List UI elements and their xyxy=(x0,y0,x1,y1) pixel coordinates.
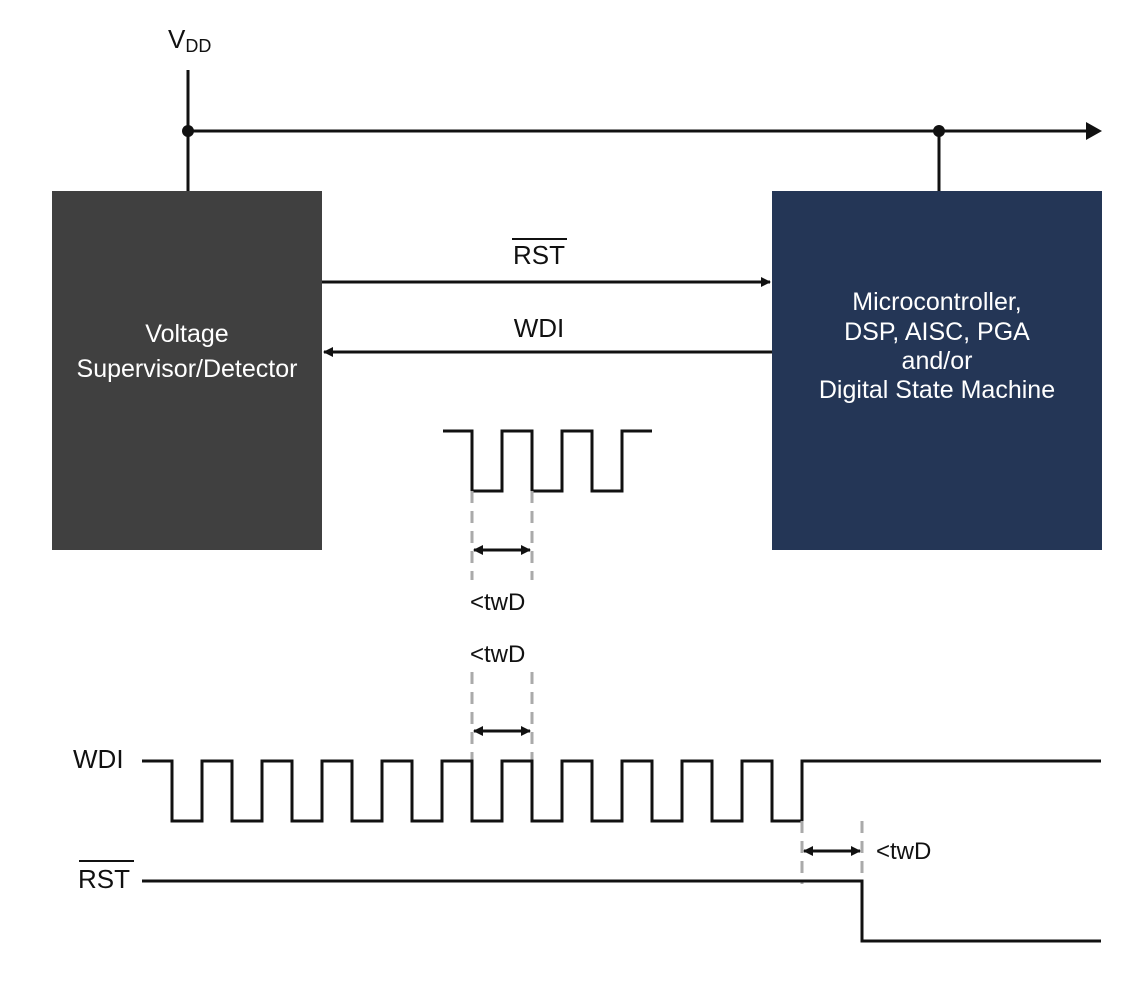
controller-label-line4: Digital State Machine xyxy=(819,376,1055,404)
middle-twd-prefix: < xyxy=(470,641,484,668)
rst-signal-label: RST xyxy=(513,240,565,270)
supervisor-label-line2: Supervisor/Detector xyxy=(77,355,298,383)
middle-twd-label: <twD xyxy=(470,641,525,668)
reset-twd-text: twD xyxy=(890,838,931,865)
controller-label-line1: Microcontroller, xyxy=(852,288,1022,316)
controller-label-line2: DSP, AISC, PGA xyxy=(844,318,1030,346)
vdd-label-main: V xyxy=(168,24,186,54)
upper-twd-label: <twD xyxy=(470,589,525,616)
controller-block xyxy=(772,191,1102,550)
wdi-signal-label: WDI xyxy=(514,313,565,343)
vdd-label-subscript: DD xyxy=(185,36,211,56)
wdi-mini-pulse-train xyxy=(443,429,652,493)
vdd-rail xyxy=(186,70,1088,191)
vdd-rail-arrowhead xyxy=(1086,122,1102,140)
upper-twd-prefix: < xyxy=(470,589,484,616)
reset-twd-prefix: < xyxy=(876,838,890,865)
vdd-junction-dot-right xyxy=(933,125,945,137)
rst-timing-label: RST xyxy=(78,864,130,894)
supervisor-block xyxy=(52,191,322,550)
vdd-label: VDD xyxy=(168,24,211,56)
reset-twd-label: <twD xyxy=(876,838,931,865)
rst-timing-waveform xyxy=(142,879,1101,943)
controller-label-line3: and/or xyxy=(902,347,973,375)
vdd-junction-dot-left xyxy=(182,125,194,137)
middle-twd-text: twD xyxy=(484,641,525,668)
supervisor-label-line1: Voltage xyxy=(145,320,228,348)
wdi-timing-label: WDI xyxy=(73,744,124,774)
upper-twd-text: twD xyxy=(484,589,525,616)
wdi-timing-waveform xyxy=(142,759,1101,823)
